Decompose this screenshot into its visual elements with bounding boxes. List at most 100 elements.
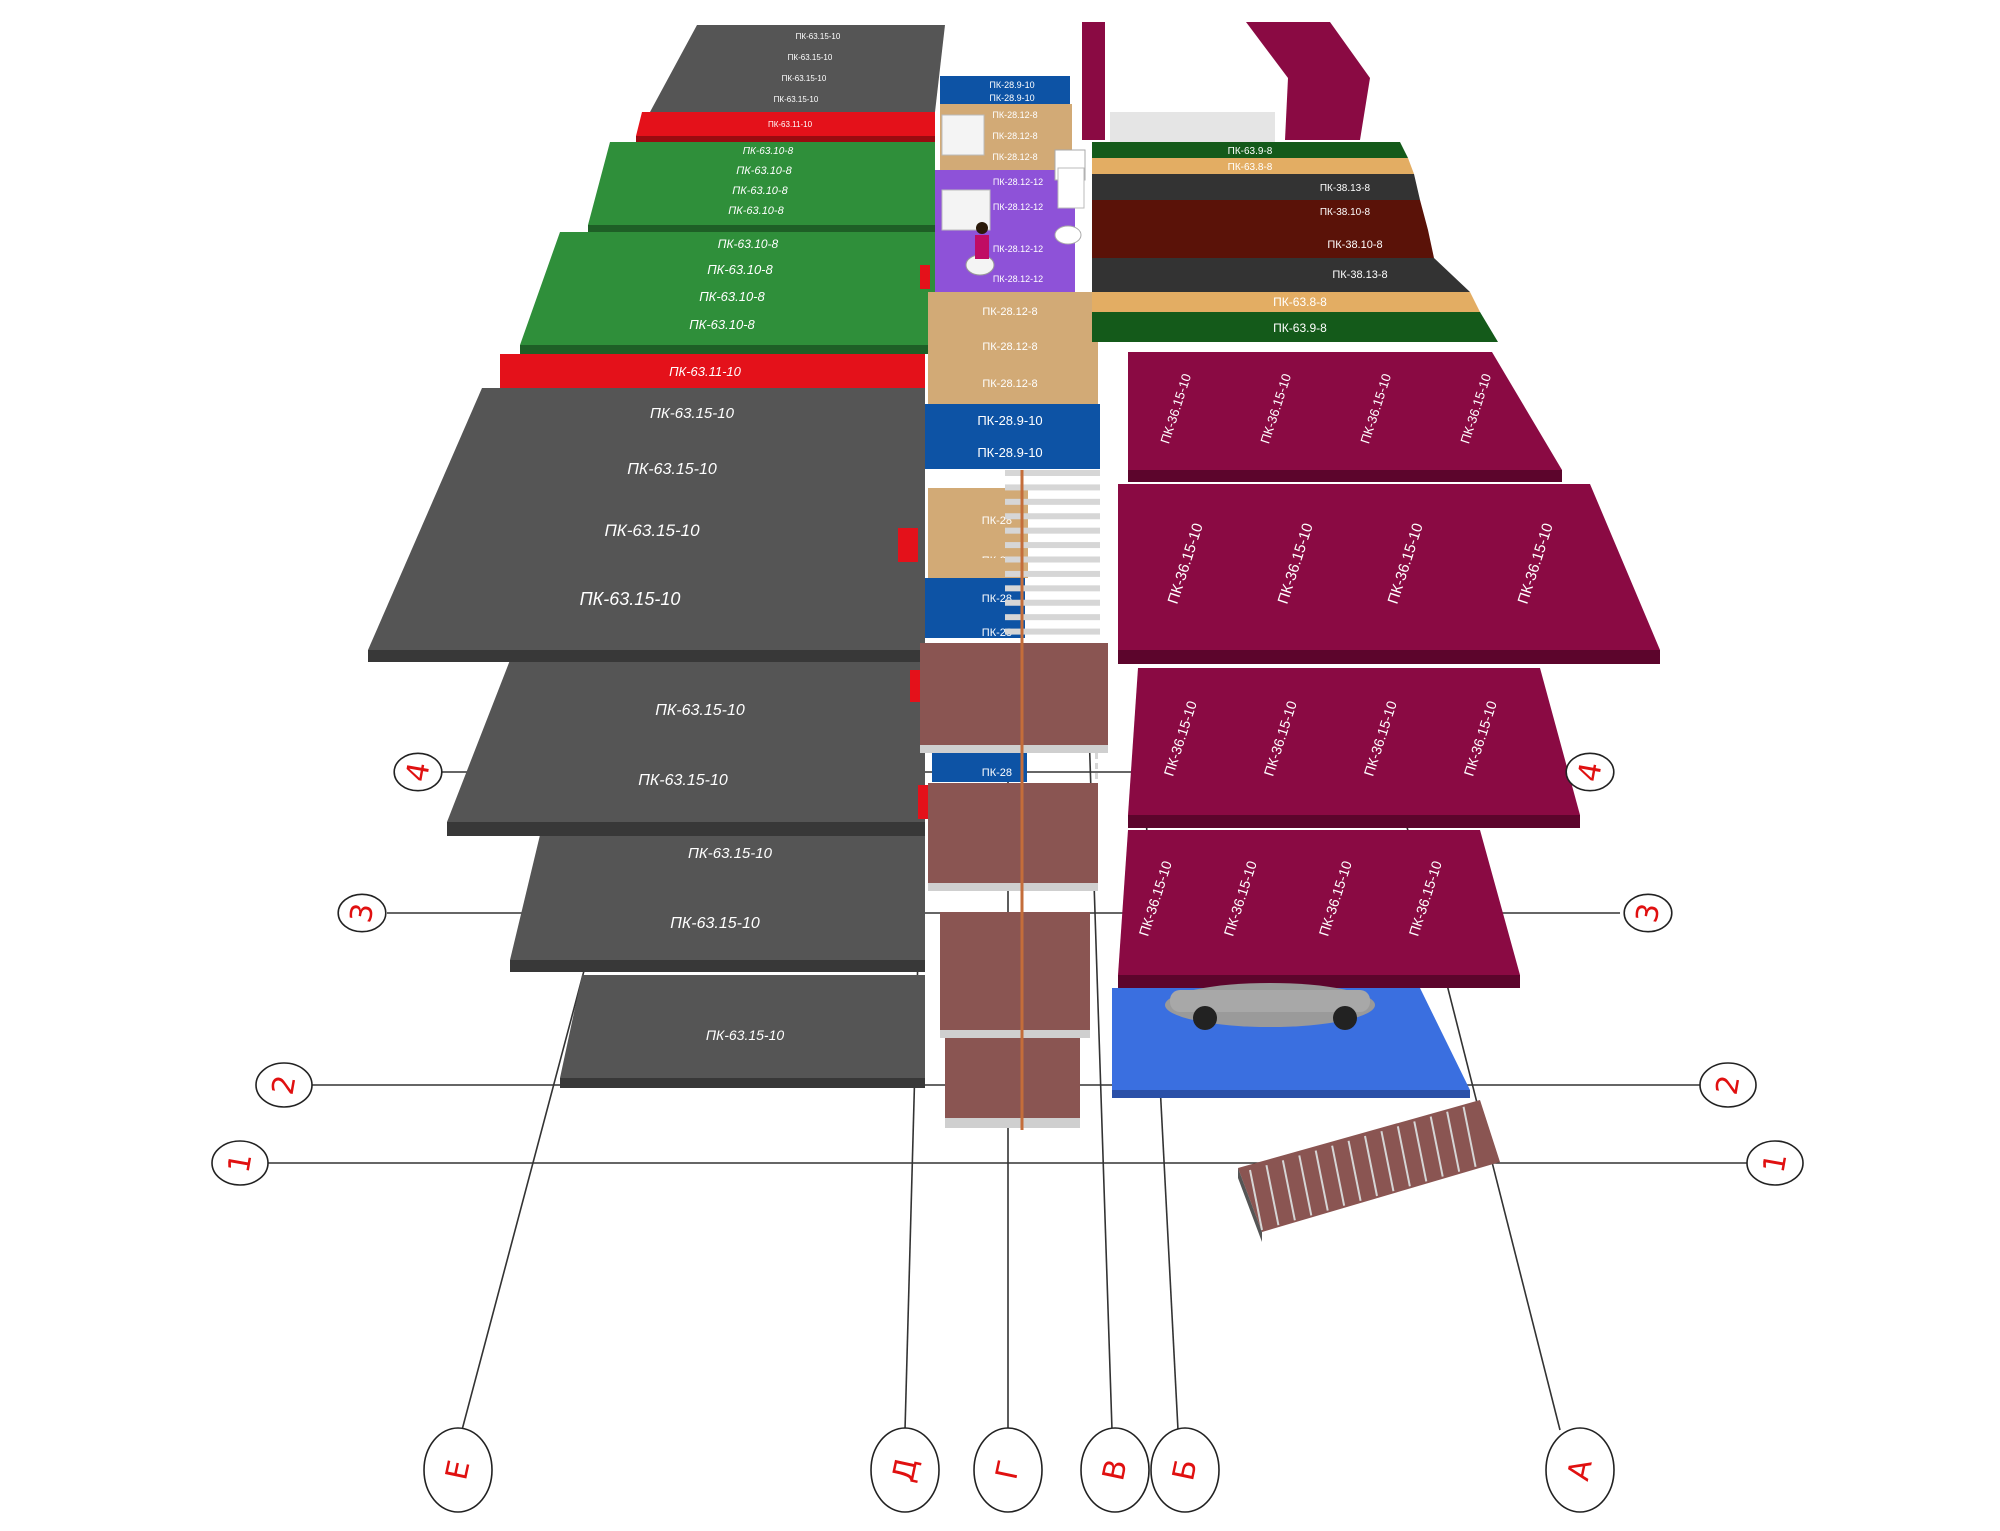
slab-label: ПК-63.8-8 — [1228, 162, 1273, 173]
stair-step — [1331, 1145, 1346, 1206]
bathroom-fixtures — [941, 114, 1086, 276]
slab-label: ПК-63.11-10 — [669, 364, 742, 379]
slab-label: ПК-63.15-10 — [580, 589, 681, 609]
stair-step — [1364, 1135, 1378, 1197]
left-floor3-slab-group: ПК-63.15-10 ПК-63.15-10 — [447, 655, 925, 836]
slab-label: ПК-63.15-10 — [627, 461, 717, 478]
slab-label: ПК-63.10-8 — [699, 289, 765, 304]
slab-label: ПК-63.10-8 — [732, 185, 788, 197]
slab-label: ПК-28.12-12 — [993, 202, 1043, 212]
axis-bubble-circle — [211, 1140, 269, 1186]
stair-step — [1298, 1155, 1313, 1216]
row-axis-bubble-left: 3 — [337, 893, 387, 933]
stair-step — [1347, 1140, 1362, 1202]
axis-bubble-circle — [337, 893, 387, 933]
row-axis-bubble-right: 2 — [1699, 1062, 1757, 1108]
stair-step — [1005, 614, 1100, 621]
left-big-slab-group: ПК-63.11-10 ПК-63.15-10 ПК-63.15-10 ПК-6… — [368, 354, 925, 662]
slab-label: ПК-28.9-10 — [989, 80, 1034, 90]
slab-label: ПК-28 — [982, 767, 1012, 779]
slab-label: ПК-63.15-10 — [782, 74, 827, 83]
ground-stair — [1238, 1100, 1500, 1242]
slab-label: ПК-38.10-8 — [1327, 239, 1382, 251]
stair-step — [1005, 527, 1100, 534]
stair-step — [1380, 1130, 1395, 1192]
row-axis-bubble-right: 1 — [1746, 1140, 1804, 1186]
axis-bubble-circle — [1565, 752, 1615, 792]
axis-bubble-circle — [1545, 1427, 1615, 1513]
row-axis-bubble-right: 3 — [1623, 893, 1673, 933]
left-floor1-slab-group: ПК-63.15-10 — [560, 975, 925, 1088]
left-green-1-slab-group: ПК-63.10-8 ПК-63.10-8 ПК-63.10-8 ПК-63.1… — [588, 142, 935, 232]
stair-step — [1396, 1126, 1411, 1187]
axis-bubble-circle — [1623, 893, 1673, 933]
stair-step — [1413, 1121, 1428, 1182]
slab-label: ПК-63.10-8 — [718, 237, 779, 251]
slab-label: ПК-63.15-10 — [650, 405, 735, 422]
stair-step — [1005, 542, 1100, 549]
slab-label: ПК-63.10-8 — [689, 317, 755, 332]
slab-label: ПК-28.12-8 — [982, 378, 1037, 390]
slab-label: ПК-28.12-12 — [993, 177, 1043, 187]
row-axis-bubble-right: 4 — [1565, 752, 1615, 792]
slab-label: ПК-63.15-10 — [604, 521, 700, 540]
slab-label: ПК-63.9-8 — [1273, 321, 1327, 335]
slab-label: ПК-28.12-8 — [982, 341, 1037, 353]
stair-step — [1249, 1169, 1263, 1231]
column-axis-bubble: В — [1080, 1427, 1150, 1513]
axis-bubble-circle — [870, 1427, 940, 1513]
stair-step — [1005, 498, 1100, 505]
axis-bubble-circle — [1080, 1427, 1150, 1513]
slab-label: ПК-63.8-8 — [1273, 295, 1327, 309]
slab-label: ПК-28.9-10 — [989, 93, 1034, 103]
parking-floor — [1112, 983, 1470, 1098]
slab-label: ПК-63.15-10 — [688, 845, 773, 862]
stair-step — [1005, 484, 1100, 491]
left-floor2-slab-group: ПК-63.15-10 ПК-63.15-10 — [510, 835, 925, 972]
slab-label: ПК-63.15-10 — [788, 53, 833, 62]
slab-label: ПК-28.12-8 — [982, 306, 1037, 318]
stair-step — [1446, 1111, 1461, 1172]
slab-label: ПК-63.10-8 — [728, 205, 784, 217]
row-axis-bubble-left: 1 — [211, 1140, 269, 1186]
slab-label: ПК-63.15-10 — [706, 1027, 785, 1043]
slab-label: ПК-28.9-10 — [977, 413, 1042, 428]
slab-label: ПК-63.11-10 — [768, 120, 813, 129]
axis-bubble-circle — [393, 752, 443, 792]
right-magenta-slab-1 — [1128, 352, 1562, 482]
slab-label: ПК-63.10-8 — [707, 262, 773, 277]
slab-label: ПК-63.15-10 — [655, 702, 745, 719]
slab-label: ПК-38.10-8 — [1320, 207, 1371, 218]
axis-bubble-circle — [423, 1427, 493, 1513]
column-axis-bubble: Е — [423, 1427, 493, 1513]
slab-label: ПК-28.12-8 — [992, 110, 1037, 120]
left-green-2-slab-group: ПК-63.10-8 ПК-63.10-8 ПК-63.10-8 ПК-63.1… — [520, 232, 935, 354]
column-axis-bubble: Д — [870, 1427, 940, 1513]
row-axis-bubble-left: 2 — [255, 1062, 313, 1108]
right-magenta-slab-2 — [1118, 484, 1660, 664]
column-axis-bubble: А — [1545, 1427, 1615, 1513]
staircase — [920, 470, 1108, 1130]
stair-step — [1005, 513, 1100, 520]
left-top-slab-group: ПК-63.15-10 ПК-63.15-10 ПК-63.15-10 ПК-6… — [636, 25, 945, 142]
slab-label: ПК-38.13-8 — [1320, 183, 1371, 194]
stair-step — [1005, 585, 1100, 592]
right-magenta-slab-3 — [1128, 668, 1580, 828]
axis-bubble-circle — [255, 1062, 313, 1108]
right-top-group: ПК-63.9-8 ПК-63.8-8 ПК-38.13-8 ПК-38.10-… — [1082, 22, 1498, 342]
slab-label: ПК-63.10-8 — [736, 165, 792, 177]
slab-label: ПК-28.12-12 — [993, 274, 1043, 284]
stair-step — [1462, 1106, 1477, 1168]
axis-bubble-circle — [973, 1427, 1043, 1513]
stair-step — [1314, 1150, 1329, 1211]
slab-label: ПК-63.10-8 — [743, 146, 794, 157]
stair-step — [1265, 1164, 1280, 1226]
slab-label: ПК-63.15-10 — [774, 95, 819, 104]
stair-step — [1005, 556, 1100, 563]
slab-label: ПК-28 — [982, 593, 1012, 605]
slab-label: ПК-28.12-12 — [993, 244, 1043, 254]
stair-step — [1005, 628, 1100, 635]
slab-label: ПК-28 — [982, 627, 1012, 639]
stair-step — [1281, 1160, 1296, 1221]
